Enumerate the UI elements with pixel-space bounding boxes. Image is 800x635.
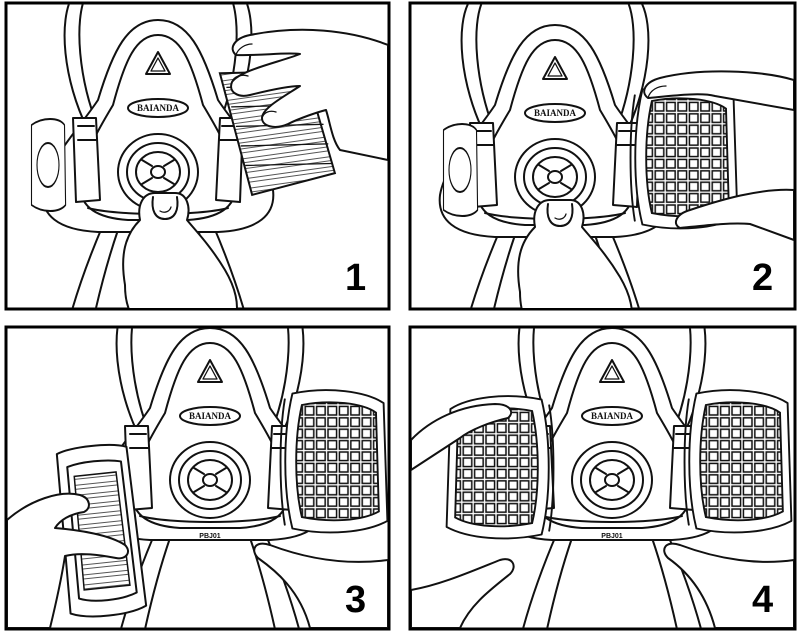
panel-4: 4 BAIANDA PBJ01 — [408, 325, 797, 631]
panel-1: 1 BAIANDA — [4, 1, 391, 311]
brand-label: BAIANDA — [189, 411, 232, 421]
step-number: 3 — [345, 579, 366, 621]
step-number: 1 — [345, 257, 366, 299]
brand-label: BAIANDA — [591, 411, 634, 421]
step-number: 4 — [752, 579, 773, 621]
panel-3: 3 BAIANDA PBJ01 — [4, 325, 391, 631]
panel-2: 2 BAIANDA — [408, 1, 797, 311]
model-label: PBJ01 — [601, 533, 623, 540]
model-label: PBJ01 — [199, 533, 221, 540]
brand-label: BAIANDA — [534, 108, 577, 118]
step-number: 2 — [752, 257, 773, 299]
brand-label: BAIANDA — [137, 103, 180, 113]
